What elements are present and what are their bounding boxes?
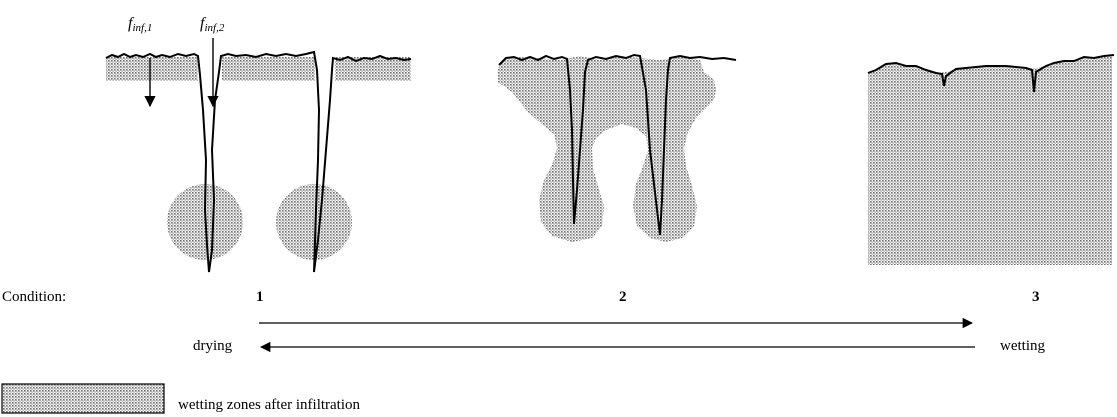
surface-wet-strip-right bbox=[335, 57, 411, 81]
condition-label: Condition: bbox=[2, 288, 66, 306]
flux-label-2: finf,2 bbox=[200, 15, 224, 37]
condition-2-panel bbox=[498, 55, 736, 242]
condition-1-panel bbox=[106, 38, 411, 272]
legend-swatch bbox=[2, 384, 164, 413]
condition-2-number: 2 bbox=[619, 288, 627, 306]
condition-1-number: 1 bbox=[256, 288, 264, 306]
flux-label-2-sub: inf,2 bbox=[204, 22, 224, 34]
wetting-zone-3 bbox=[868, 50, 1112, 265]
soil-surface-line-1 bbox=[106, 52, 411, 272]
surface-wet-strip-left bbox=[106, 57, 198, 81]
legend-label: wetting zones after infiltration bbox=[178, 396, 360, 414]
drying-label: drying bbox=[193, 337, 232, 355]
flux-label-1-sub: inf,1 bbox=[132, 22, 152, 34]
condition-3-panel bbox=[866, 48, 1114, 265]
flux-label-1: finf,1 bbox=[128, 15, 152, 37]
condition-3-number: 3 bbox=[1032, 288, 1040, 306]
wetting-zone-2 bbox=[498, 56, 716, 242]
surface-wet-strip-middle bbox=[222, 57, 315, 81]
wetting-label: wetting bbox=[1000, 337, 1045, 355]
